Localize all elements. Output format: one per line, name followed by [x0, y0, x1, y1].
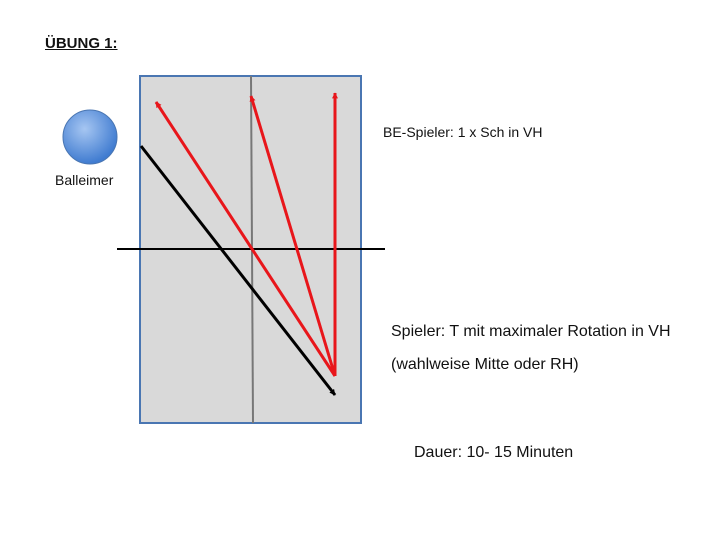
be-player-instruction: BE-Spieler: 1 x Sch in VH — [383, 124, 543, 140]
exercise-title: ÜBUNG 1: — [45, 35, 118, 52]
duration-text: Dauer: 10- 15 Minuten — [414, 444, 574, 461]
return-arrow-middle — [249, 95, 337, 377]
ball-bucket-label: Balleimer — [55, 172, 114, 188]
return-arrow-left — [154, 101, 337, 377]
player-instruction: Spieler: T mit maximaler Rotation in VH — [391, 323, 671, 340]
ball-bucket-icon — [62, 109, 118, 165]
player-instruction-note: (wahlweise Mitte oder RH) — [391, 356, 579, 373]
serve-arrow — [139, 145, 337, 396]
